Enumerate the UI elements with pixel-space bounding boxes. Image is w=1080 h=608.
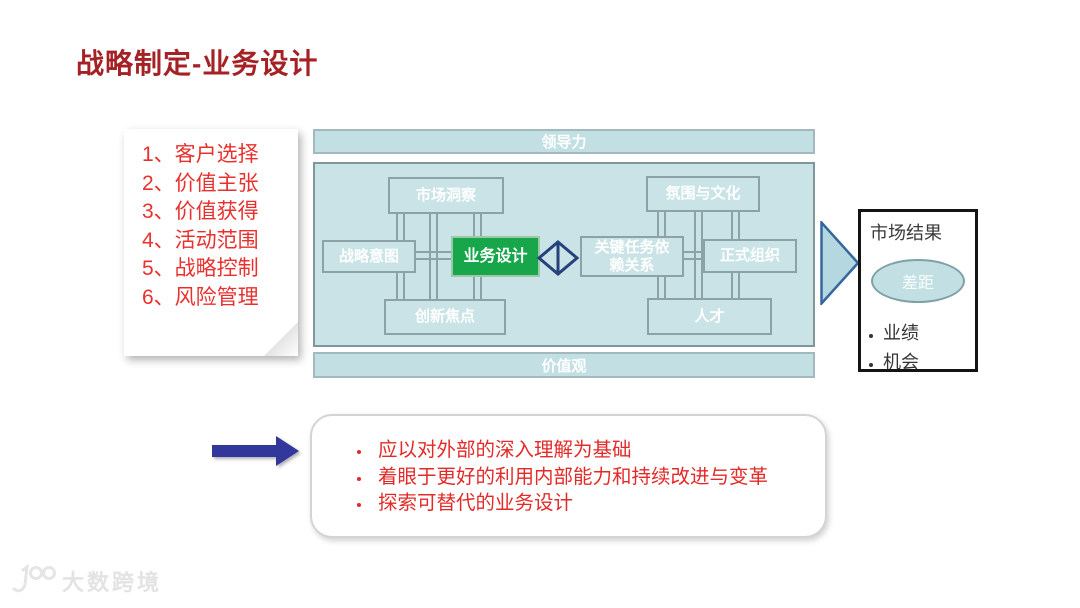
strategic-intent-label: 战略意图 [338,247,399,265]
gap-ellipse: 差距 [871,259,965,303]
key-task-label-line2: 赖关系 [609,256,655,274]
key-task-label-line1: 关键任务依 [594,238,670,256]
talent-box: 人才 [647,298,772,335]
bullet-item: 业绩 [883,319,975,348]
formal-organization-box: 正式组织 [703,239,797,273]
list-item: 6、风险管理 [142,285,259,309]
market-insight-box: 市场洞察 [388,177,504,214]
strategy-elements-card: 1、客户选择 2、价值主张 3、价值获得 4、活动范围 5、战略控制 6、风险管… [124,129,298,356]
list-item: 1、客户选择 [142,143,259,166]
page-title: 战略制定-业务设计 [76,48,319,79]
strategy-elements-list: 1、客户选择 2、价值主张 3、价值获得 4、活动范围 5、战略控制 6、风险管… [142,141,259,312]
business-design-box: 业务设计 [451,236,540,277]
leadership-label: 领导力 [541,134,587,151]
summary-arrow-icon [212,436,300,466]
key-task-dependency-box: 关键任务依 赖关系 [580,236,684,277]
folded-corner [264,322,298,356]
talent-label: 人才 [694,307,725,325]
connector [694,211,703,299]
market-result-bullets: 业绩 机会 [883,319,975,377]
market-result-title: 市场结果 [870,223,942,243]
connector [429,213,438,300]
connector [657,276,666,299]
connector [473,276,482,300]
connector [396,213,405,241]
connector [731,211,740,240]
values-bar: 价值观 [313,352,815,378]
business-design-label: 业务设计 [463,247,528,265]
list-item: 2、价值主张 [142,171,259,195]
connector [657,211,666,237]
connector [473,213,482,237]
connector [682,251,704,260]
summary-bullets: 应以对外部的深入理解为基础 着眼于更好的利用内部能力和持续改进与变革 探索可替代… [372,437,825,517]
innovation-focus-box: 创新焦点 [384,299,506,335]
list-item: 3、价值获得 [142,200,259,223]
arrow-body [212,445,276,457]
bullet-item: 机会 [883,348,975,377]
formal-organization-label: 正式组织 [719,247,780,264]
summary-box: 应以对外部的深入理解为基础 着眼于更好的利用内部能力和持续改进与变革 探索可替代… [310,414,827,538]
watermark: 大数跨境 [10,564,162,598]
watermark-logo-icon [12,564,56,593]
market-insight-label: 市场洞察 [415,186,476,204]
climate-culture-box: 氛围与文化 [646,176,760,212]
connector [415,251,452,260]
bullet-item: 探索可替代的业务设计 [372,490,825,517]
leadership-bar: 领导力 [313,129,815,154]
list-item: 5、战略控制 [142,257,259,280]
innovation-focus-label: 创新焦点 [414,308,475,325]
watermark-text: 大数跨境 [62,570,163,595]
climate-culture-label: 氛围与文化 [665,185,741,202]
connector [396,271,405,300]
bullet-item: 应以对外部的深入理解为基础 [372,437,825,464]
bullet-item: 着眼于更好的利用内部能力和持续改进与变革 [372,464,825,491]
arrow-head [276,436,299,466]
values-label: 价值观 [541,357,587,375]
market-result-box: 市场结果 差距 业绩 机会 [858,209,978,372]
gap-label: 差距 [901,275,934,292]
list-item: 4、活动范围 [142,228,259,252]
connector [731,272,740,299]
gap-diamond-icon [536,240,580,276]
strategic-intent-box: 战略意图 [322,240,416,273]
right-triangle-arrow-icon [820,221,860,305]
